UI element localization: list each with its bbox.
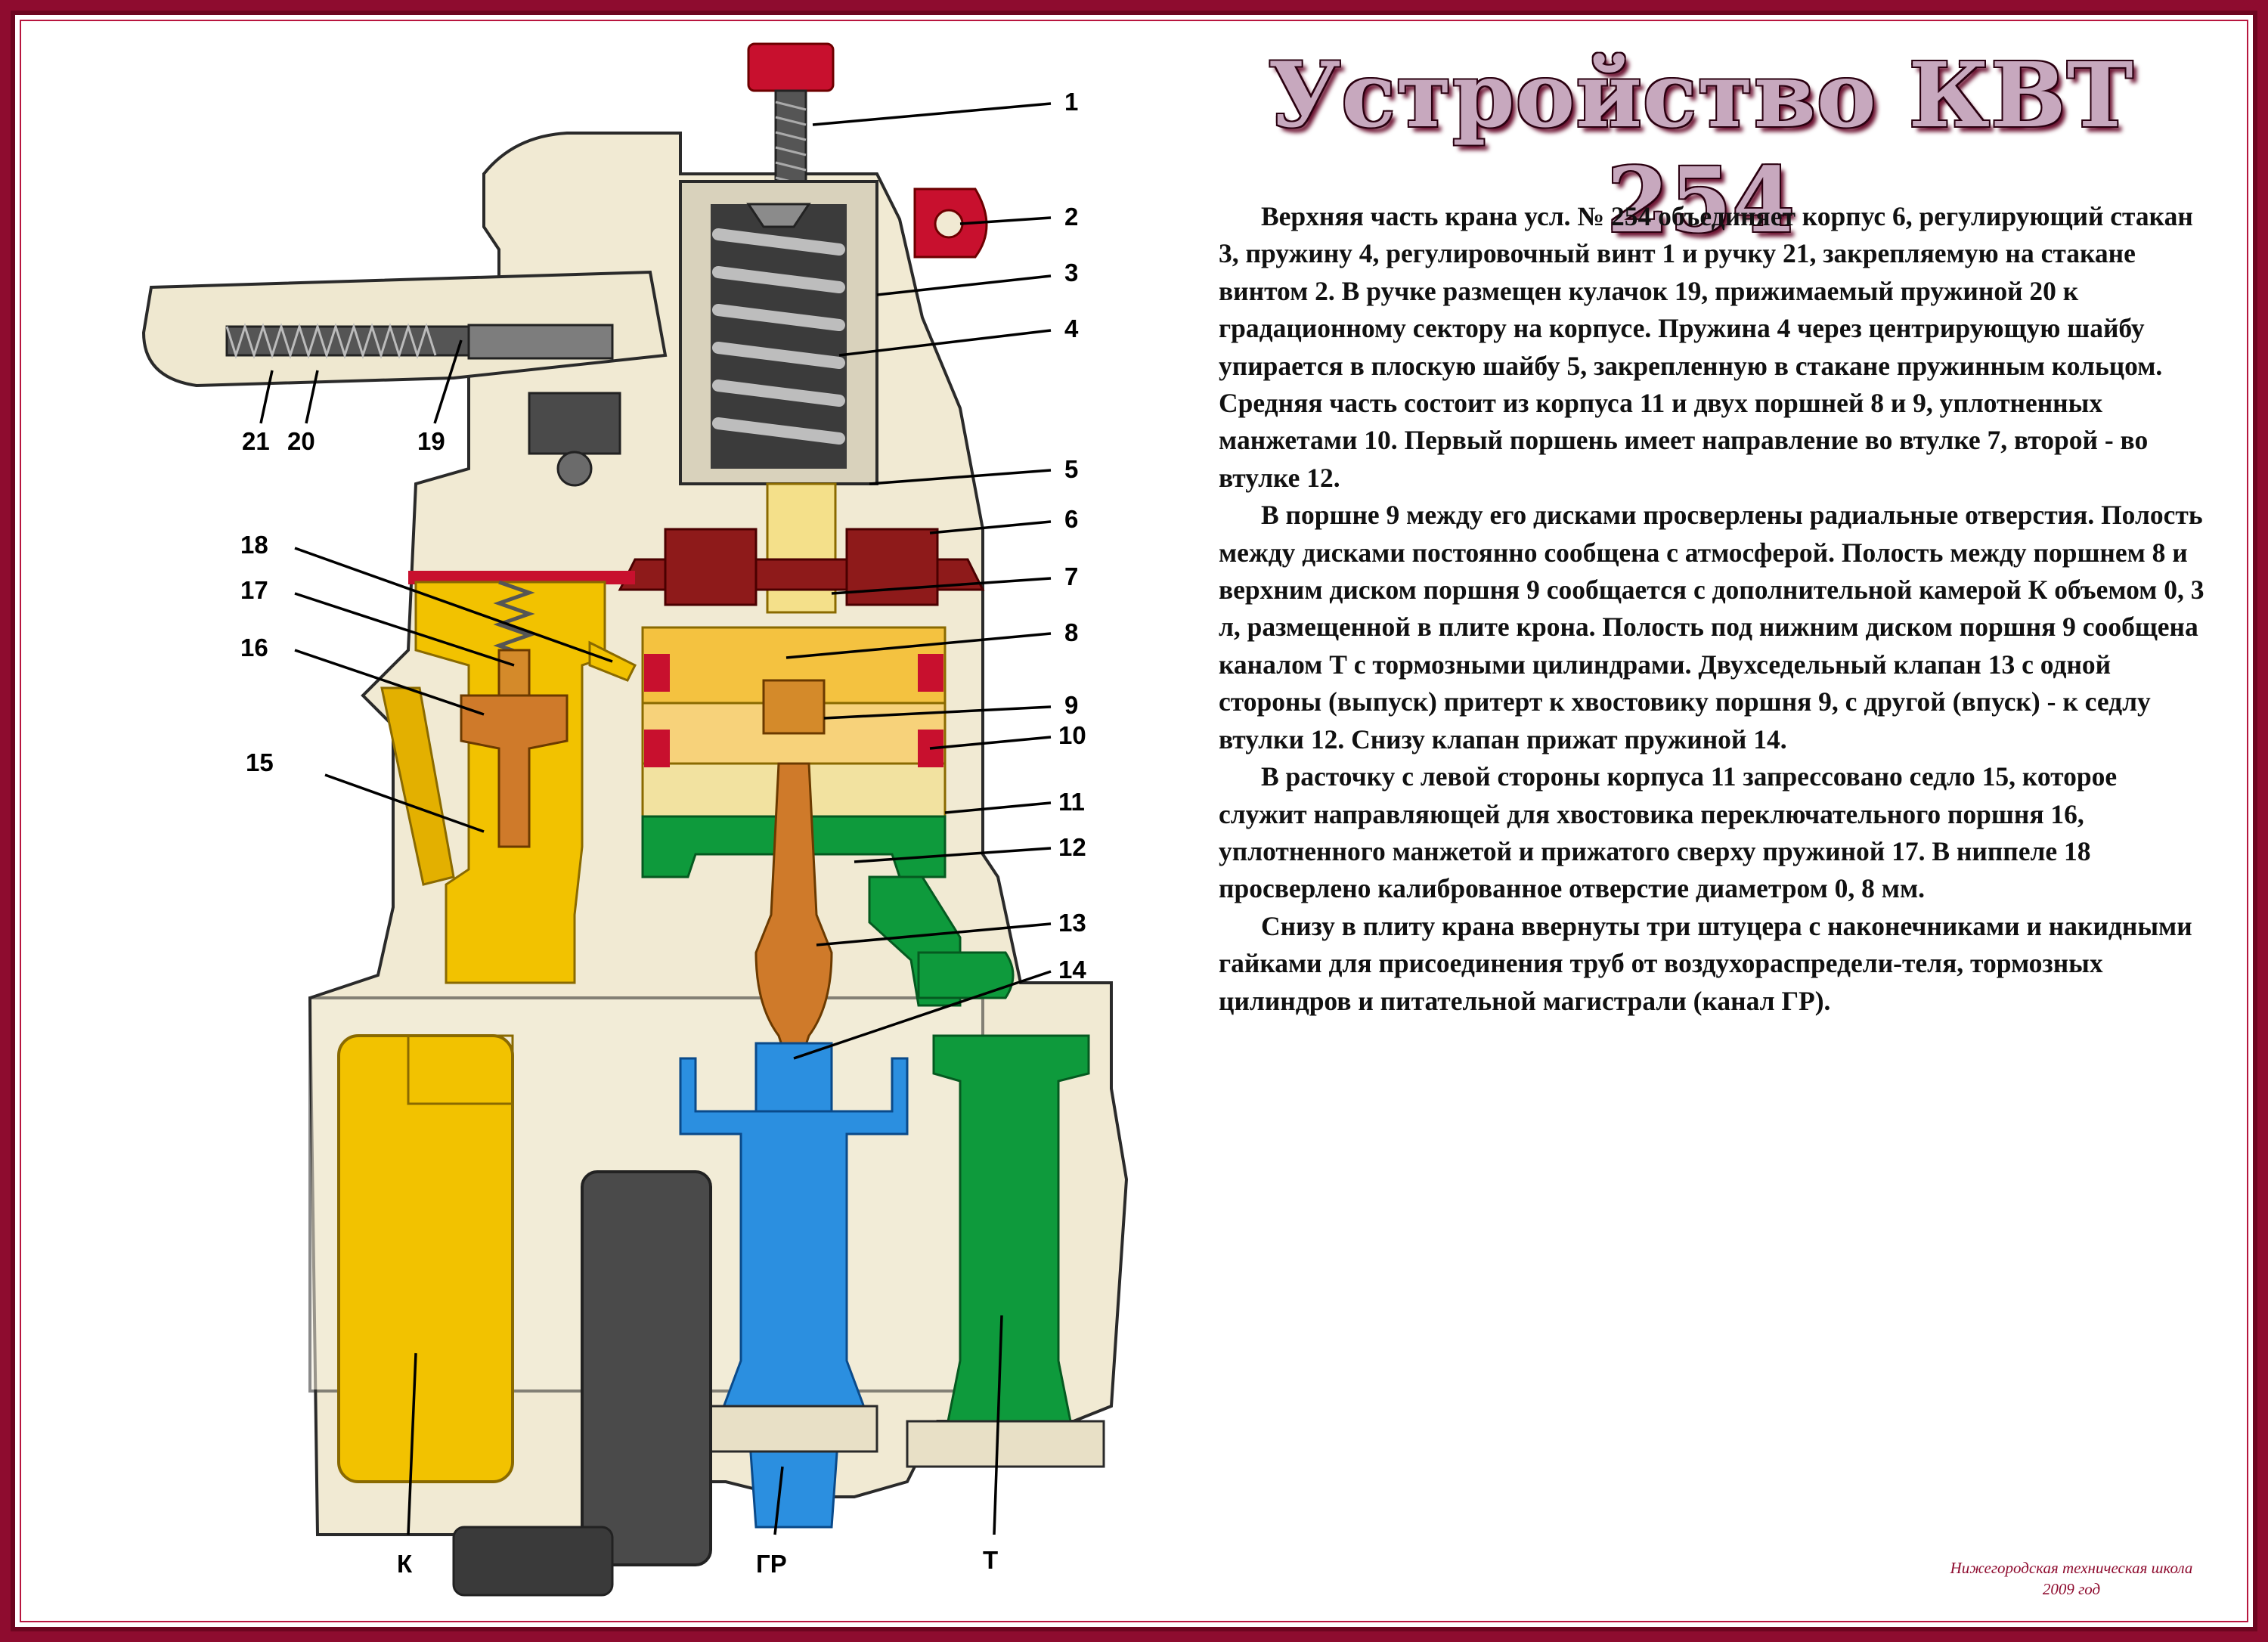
channel-gr-blue [679, 1042, 909, 1529]
label-13: 13 [1058, 909, 1086, 937]
label-11: 11 [1058, 788, 1085, 816]
label-10: 10 [1058, 721, 1086, 749]
label-gr: ГР [756, 1550, 787, 1578]
chamber-k [337, 1034, 712, 1597]
description-text: Верхняя часть крана усл. № 254 объединяе… [1219, 198, 2209, 1020]
label-1: 1 [1064, 88, 1078, 116]
label-t: Т [983, 1546, 998, 1574]
label-8: 8 [1064, 618, 1078, 646]
screw-2 [913, 187, 988, 259]
bushing-7 [408, 482, 985, 614]
footer-year: 2009 год [2042, 1580, 2101, 1598]
label-20: 20 [287, 427, 315, 455]
label-17: 17 [240, 576, 268, 604]
label-12: 12 [1058, 833, 1086, 861]
label-19: 19 [417, 427, 445, 455]
label-18: 18 [240, 531, 268, 559]
label-6: 6 [1064, 505, 1078, 533]
label-4: 4 [1064, 314, 1079, 342]
paragraph-2: Средняя часть состоит из корпуса 11 и дв… [1219, 388, 2149, 493]
handle-21 [141, 270, 668, 487]
label-7: 7 [1064, 562, 1078, 590]
part-labels: 1 2 3 4 5 6 7 8 9 10 11 12 13 14 18 17 1… [240, 88, 1086, 1578]
label-5: 5 [1064, 455, 1078, 483]
label-2: 2 [1064, 203, 1078, 231]
label-9: 9 [1064, 691, 1078, 719]
label-14: 14 [1058, 956, 1086, 984]
paragraph-5: Снизу в плиту крана ввернуты три штуцера… [1219, 910, 2192, 1016]
cup-3-spring-4 [679, 180, 878, 485]
paragraph-1: Верхняя часть крана усл. № 254 объединяе… [1219, 201, 2193, 381]
label-15: 15 [246, 748, 274, 776]
footer-credit: Нижегородская техническая школа 2009 год [1920, 1557, 2223, 1600]
pistons-8-9 [641, 626, 947, 854]
leader-lines [259, 102, 1052, 1535]
label-3: 3 [1064, 259, 1078, 287]
valve-cross-section-diagram: 1 2 3 4 5 6 7 8 9 10 11 12 13 14 18 17 1… [141, 42, 1129, 1597]
label-21: 21 [242, 427, 270, 455]
page-title: Устройство КВТ 254 [1268, 42, 2134, 252]
footer-school: Нижегородская техническая школа [1950, 1559, 2193, 1577]
paragraph-4: В расточку с левой стороны корпуса 11 за… [1219, 761, 2118, 904]
paragraph-3: В поршне 9 между его дисками просверлены… [1219, 500, 2204, 754]
label-16: 16 [240, 634, 268, 661]
label-k: К [397, 1550, 413, 1578]
